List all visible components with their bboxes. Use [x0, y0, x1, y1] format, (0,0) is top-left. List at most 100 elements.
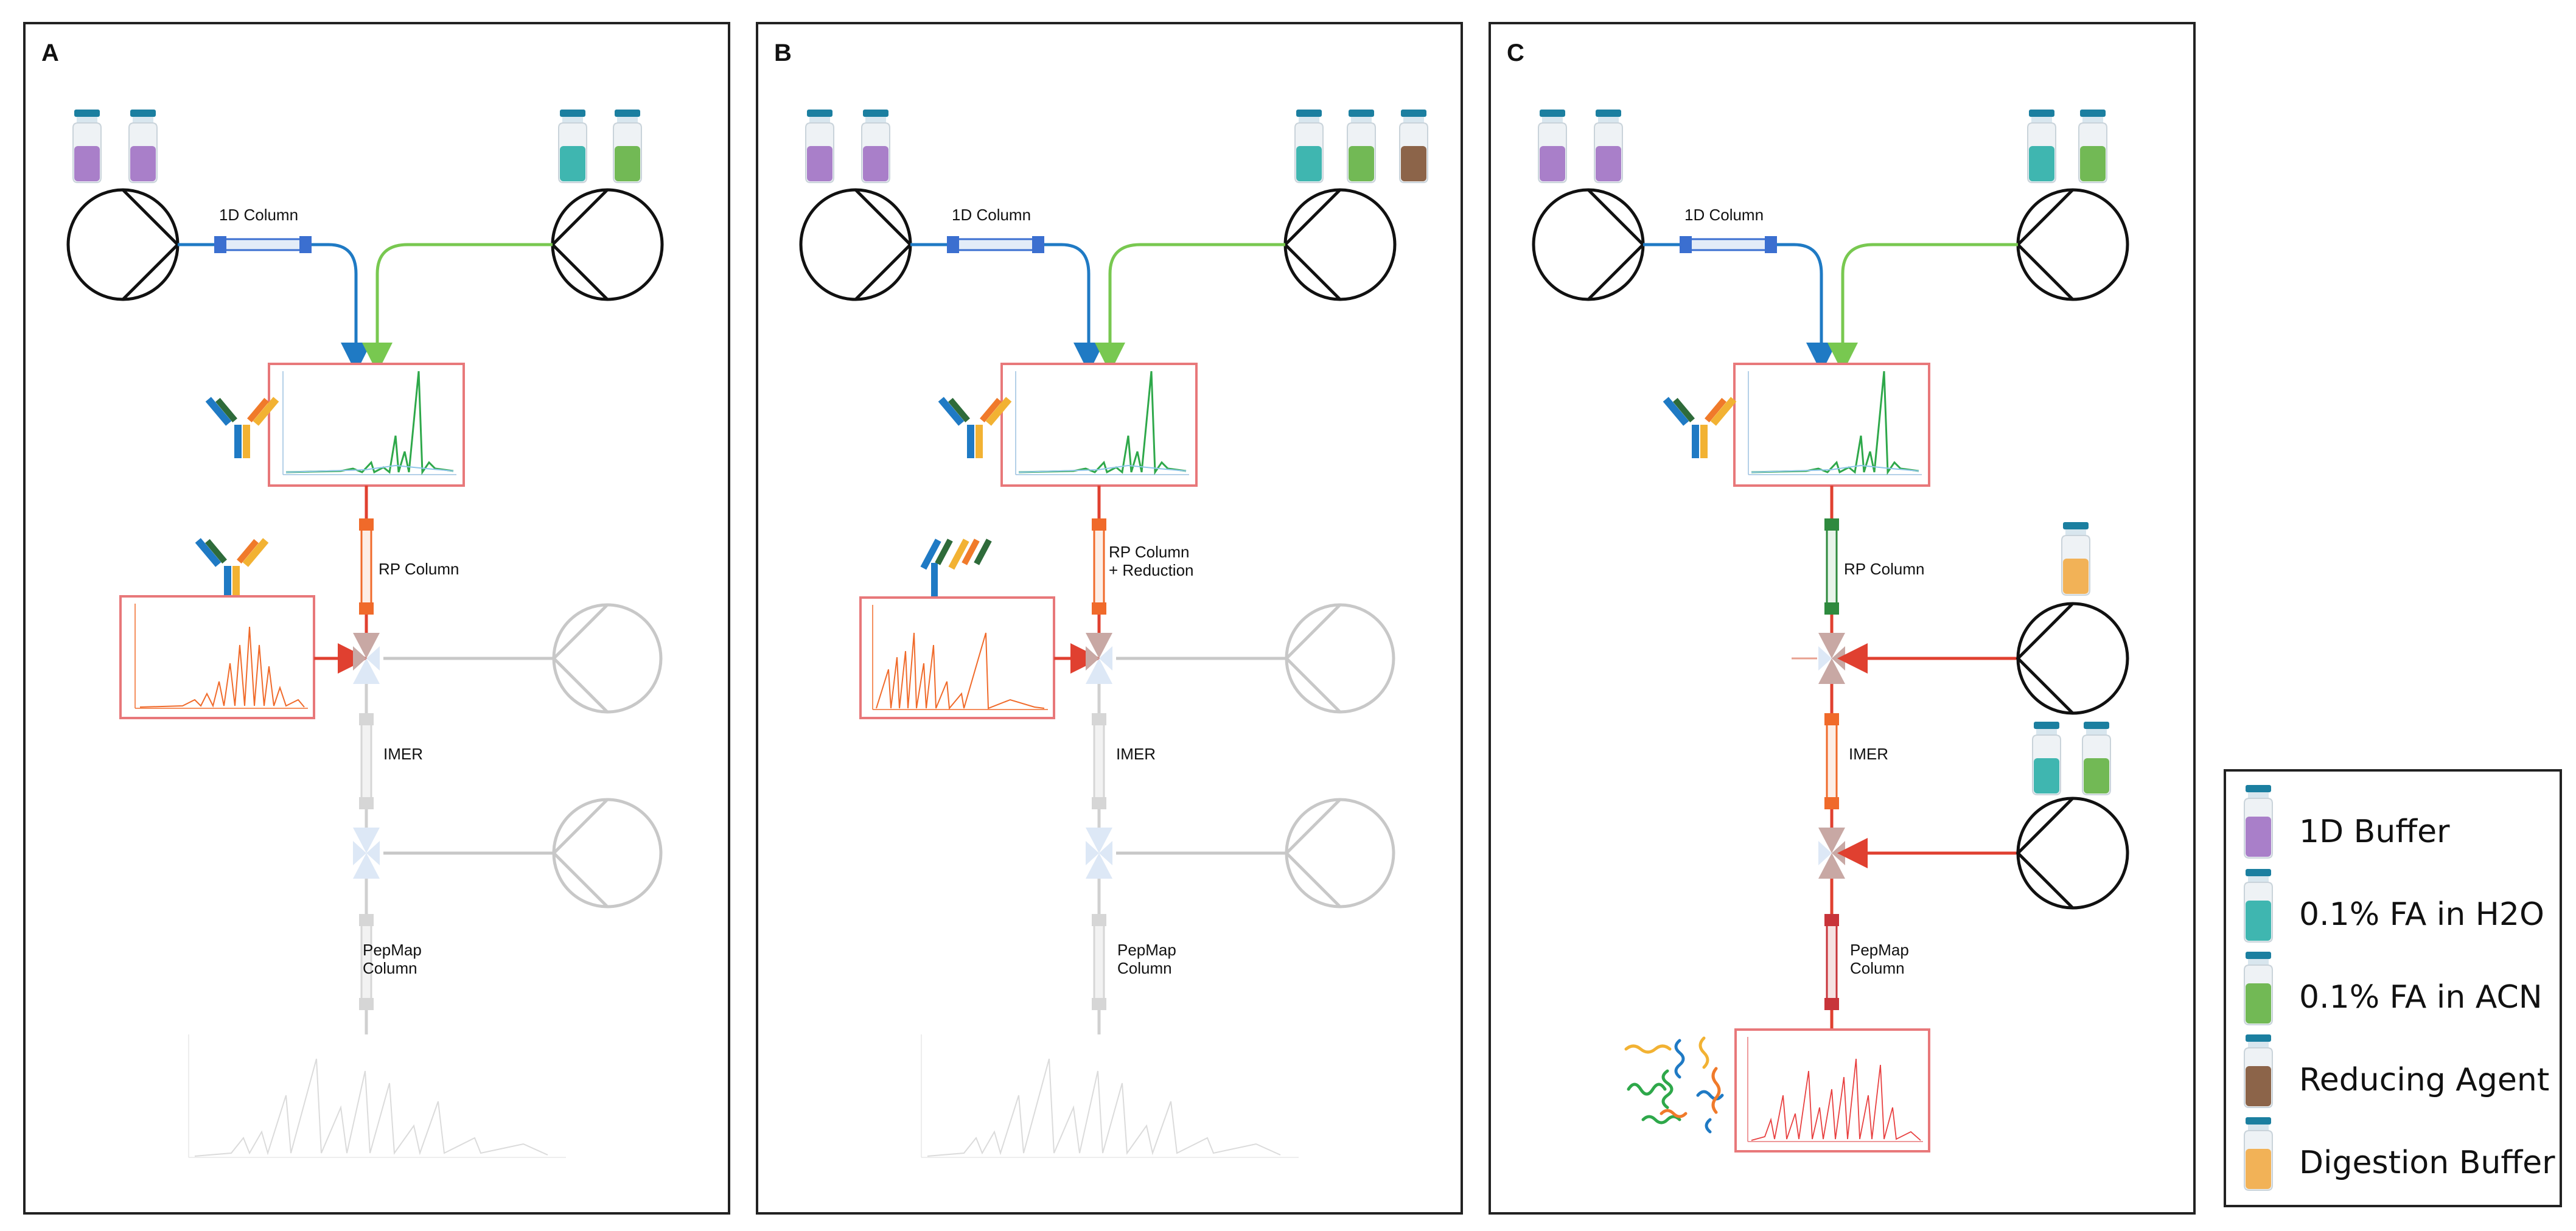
pump-4-icon — [1284, 798, 1395, 908]
rp-column-icon — [1092, 518, 1106, 615]
1d-column-icon — [1643, 236, 1777, 253]
legend-digestion-buffer-icon — [2244, 1117, 2273, 1191]
imer-icon — [1092, 713, 1106, 809]
1d-chromatogram — [1000, 363, 1198, 487]
legend: 1D Buffer 0.1% FA in H2O 0.1% FA in ACN … — [2224, 769, 2562, 1207]
bottle-fa-acn-icon — [1347, 109, 1376, 183]
valve-1-icon — [1818, 633, 1845, 684]
flow-1d-line — [1777, 243, 1837, 373]
pump-1d-icon — [1532, 188, 1646, 301]
rp-column-label: RP Column — [1109, 543, 1189, 561]
legend-label: 0.1% FA in ACN — [2299, 979, 2543, 1016]
1d-chromatogram — [268, 363, 465, 487]
valve-1-icon — [1086, 633, 1112, 684]
pump-4-icon — [2016, 797, 2129, 910]
rp-column-label: RP Column — [379, 560, 459, 578]
pepmap-label-2: Column — [363, 959, 417, 977]
flow-2d-line — [362, 243, 553, 373]
rp-column-icon — [1824, 518, 1839, 615]
pump-3-icon — [1284, 603, 1395, 714]
pump-2d-icon — [550, 188, 664, 301]
valve-2-icon — [1086, 828, 1112, 879]
bottle-1d-buffer-icon — [72, 109, 102, 183]
imer-icon — [1824, 713, 1839, 809]
bottle-fa-h2o-icon — [2032, 721, 2061, 795]
bottle-fa-h2o-icon — [2027, 109, 2056, 183]
bottle-digestion-buffer-icon — [2061, 521, 2090, 596]
bottle-1d-buffer-icon — [1538, 109, 1567, 183]
bottle-1d-buffer-icon — [861, 109, 890, 183]
panel-c: C 1D Column — [1489, 22, 2196, 1215]
imer-label: IMER — [1116, 745, 1156, 763]
1d-column-icon — [178, 236, 312, 253]
pepmap-label-2: Column — [1117, 959, 1172, 977]
antibody-icon — [938, 397, 1012, 458]
bottle-fa-acn-icon — [613, 109, 642, 183]
legend-label: Reducing Agent — [2299, 1062, 2549, 1098]
rp-column-label: RP Column — [1844, 560, 1924, 578]
legend-1d-buffer-icon — [2244, 784, 2273, 859]
pump-1d-icon — [799, 188, 913, 301]
pepmap-label: PepMap — [1117, 941, 1176, 959]
1d-column-label: 1D Column — [1684, 206, 1764, 224]
flow-2d-line — [1827, 243, 2018, 373]
bottle-1d-buffer-icon — [805, 109, 834, 183]
pump-3-icon — [551, 603, 663, 714]
panel-c-frame — [1489, 22, 2196, 1215]
legend-fa-h2o-icon — [2244, 868, 2273, 943]
bottle-fa-acn-icon — [2082, 721, 2111, 795]
panel-b-frame — [756, 22, 1463, 1215]
bottle-1d-buffer-icon — [1594, 109, 1623, 183]
antibody-icon — [1663, 397, 1737, 458]
rp-column-icon — [359, 518, 374, 615]
bottle-fa-h2o-icon — [1294, 109, 1324, 183]
valve-2-icon — [1818, 828, 1845, 879]
panel-a: A 1D Column — [23, 22, 730, 1215]
legend-label: Digestion Buffer — [2299, 1145, 2555, 1181]
imer-label: IMER — [1849, 745, 1888, 763]
legend-reducing-agent-icon — [2244, 1034, 2273, 1108]
legend-label: 0.1% FA in H2O — [2299, 896, 2544, 933]
antibody-icon — [205, 397, 279, 458]
reduced-ms-spectrum — [859, 596, 1055, 719]
1d-column-icon — [910, 236, 1044, 253]
pepmap-label: PepMap — [363, 941, 422, 959]
flow-1d-line — [1044, 243, 1104, 373]
valve-2-icon — [353, 828, 380, 879]
pepmap-column-icon — [1824, 914, 1839, 1010]
flow-2d-line — [1095, 243, 1285, 373]
rp-column-label-2: + Reduction — [1109, 561, 1193, 579]
panel-a-letter: A — [41, 40, 59, 66]
pepmap-column-icon — [359, 914, 374, 1010]
flow-1d-line — [312, 243, 371, 373]
antibody-icon — [195, 538, 269, 599]
pepmap-column-icon — [1092, 914, 1106, 1010]
1d-column-label: 1D Column — [952, 206, 1031, 224]
imer-icon — [359, 713, 374, 809]
1d-chromatogram — [1733, 363, 1930, 487]
pump-2d-icon — [2016, 188, 2129, 301]
peptide-map-spectrum — [1734, 1028, 1930, 1153]
panel-c-letter: C — [1507, 40, 1524, 66]
bottle-fa-acn-icon — [2078, 109, 2107, 183]
bottle-1d-buffer-icon — [128, 109, 158, 183]
bottle-reducing-agent-icon — [1399, 109, 1428, 183]
pump-4-icon — [551, 798, 663, 908]
pepmap-label: PepMap — [1850, 941, 1909, 959]
imer-label: IMER — [383, 745, 423, 763]
intact-ms-spectrum — [119, 595, 315, 719]
valve-1-icon — [353, 633, 380, 684]
panel-b-letter: B — [774, 40, 792, 66]
peptides-icon — [1624, 1036, 1724, 1134]
reduced-antibody-icon — [920, 539, 992, 598]
1d-column-label: 1D Column — [219, 206, 298, 224]
legend-fa-acn-icon — [2244, 951, 2273, 1025]
legend-frame — [2224, 769, 2562, 1207]
pump-1d-icon — [66, 188, 180, 301]
legend-label: 1D Buffer — [2299, 814, 2450, 850]
peptide-map-spectrum — [921, 1034, 1299, 1158]
pepmap-label-2: Column — [1850, 959, 1905, 977]
panel-a-frame — [23, 22, 730, 1215]
pump-digestion-icon — [2016, 602, 2129, 715]
